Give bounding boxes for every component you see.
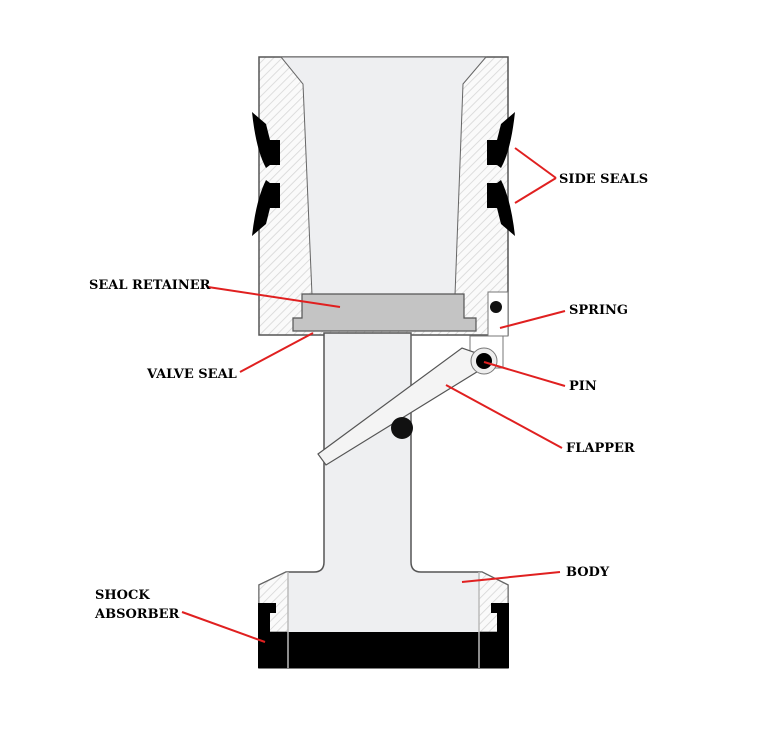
spring-housing — [487, 291, 509, 337]
side-seals-left — [252, 112, 280, 236]
pin — [476, 353, 492, 369]
label-pin: PIN — [569, 379, 597, 394]
label-flapper: FLAPPER — [566, 441, 635, 456]
label-spring: SPRING — [569, 303, 629, 318]
lower-body — [258, 332, 509, 669]
label-valve-seal: VALVE SEAL — [147, 367, 237, 382]
label-seal-retainer: SEAL RETAINER — [89, 278, 211, 293]
label-body: BODY — [566, 565, 610, 580]
label-shock-line2: ABSORBER — [95, 607, 180, 622]
label-side-seals: SIDE SEALS — [559, 172, 649, 187]
side-seals-right — [487, 112, 515, 236]
shock-absorber — [258, 603, 509, 668]
upper-bore — [279, 56, 488, 296]
label-shock-absorber: SHOCK ABSORBER — [95, 586, 179, 624]
seal-retainer — [292, 293, 477, 332]
label-shock-line1: SHOCK — [95, 588, 150, 603]
flapper-ball — [391, 417, 413, 439]
spring-coil — [490, 301, 502, 313]
shock-absorber-right — [491, 603, 509, 632]
leader-lines — [181, 147, 566, 643]
